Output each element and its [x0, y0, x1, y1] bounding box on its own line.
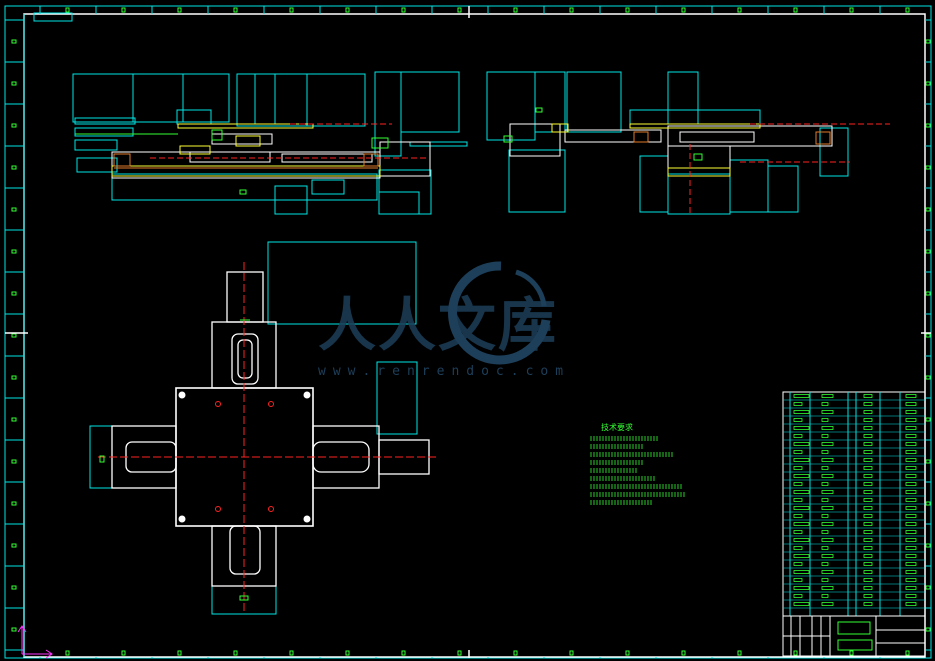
- technical-notes-title: 技术要求: [601, 423, 633, 432]
- technical-notes-block: [590, 436, 685, 505]
- ucs-axis-icon: [17, 625, 53, 659]
- center-marks: [5, 6, 931, 658]
- zone-ticks: [5, 6, 931, 658]
- drawing-frame: [4, 5, 932, 659]
- title-block: [782, 615, 926, 657]
- bill-of-materials-table: [782, 391, 926, 617]
- front-view: [72, 71, 468, 215]
- side-view: [486, 71, 890, 215]
- top-view: [89, 241, 436, 615]
